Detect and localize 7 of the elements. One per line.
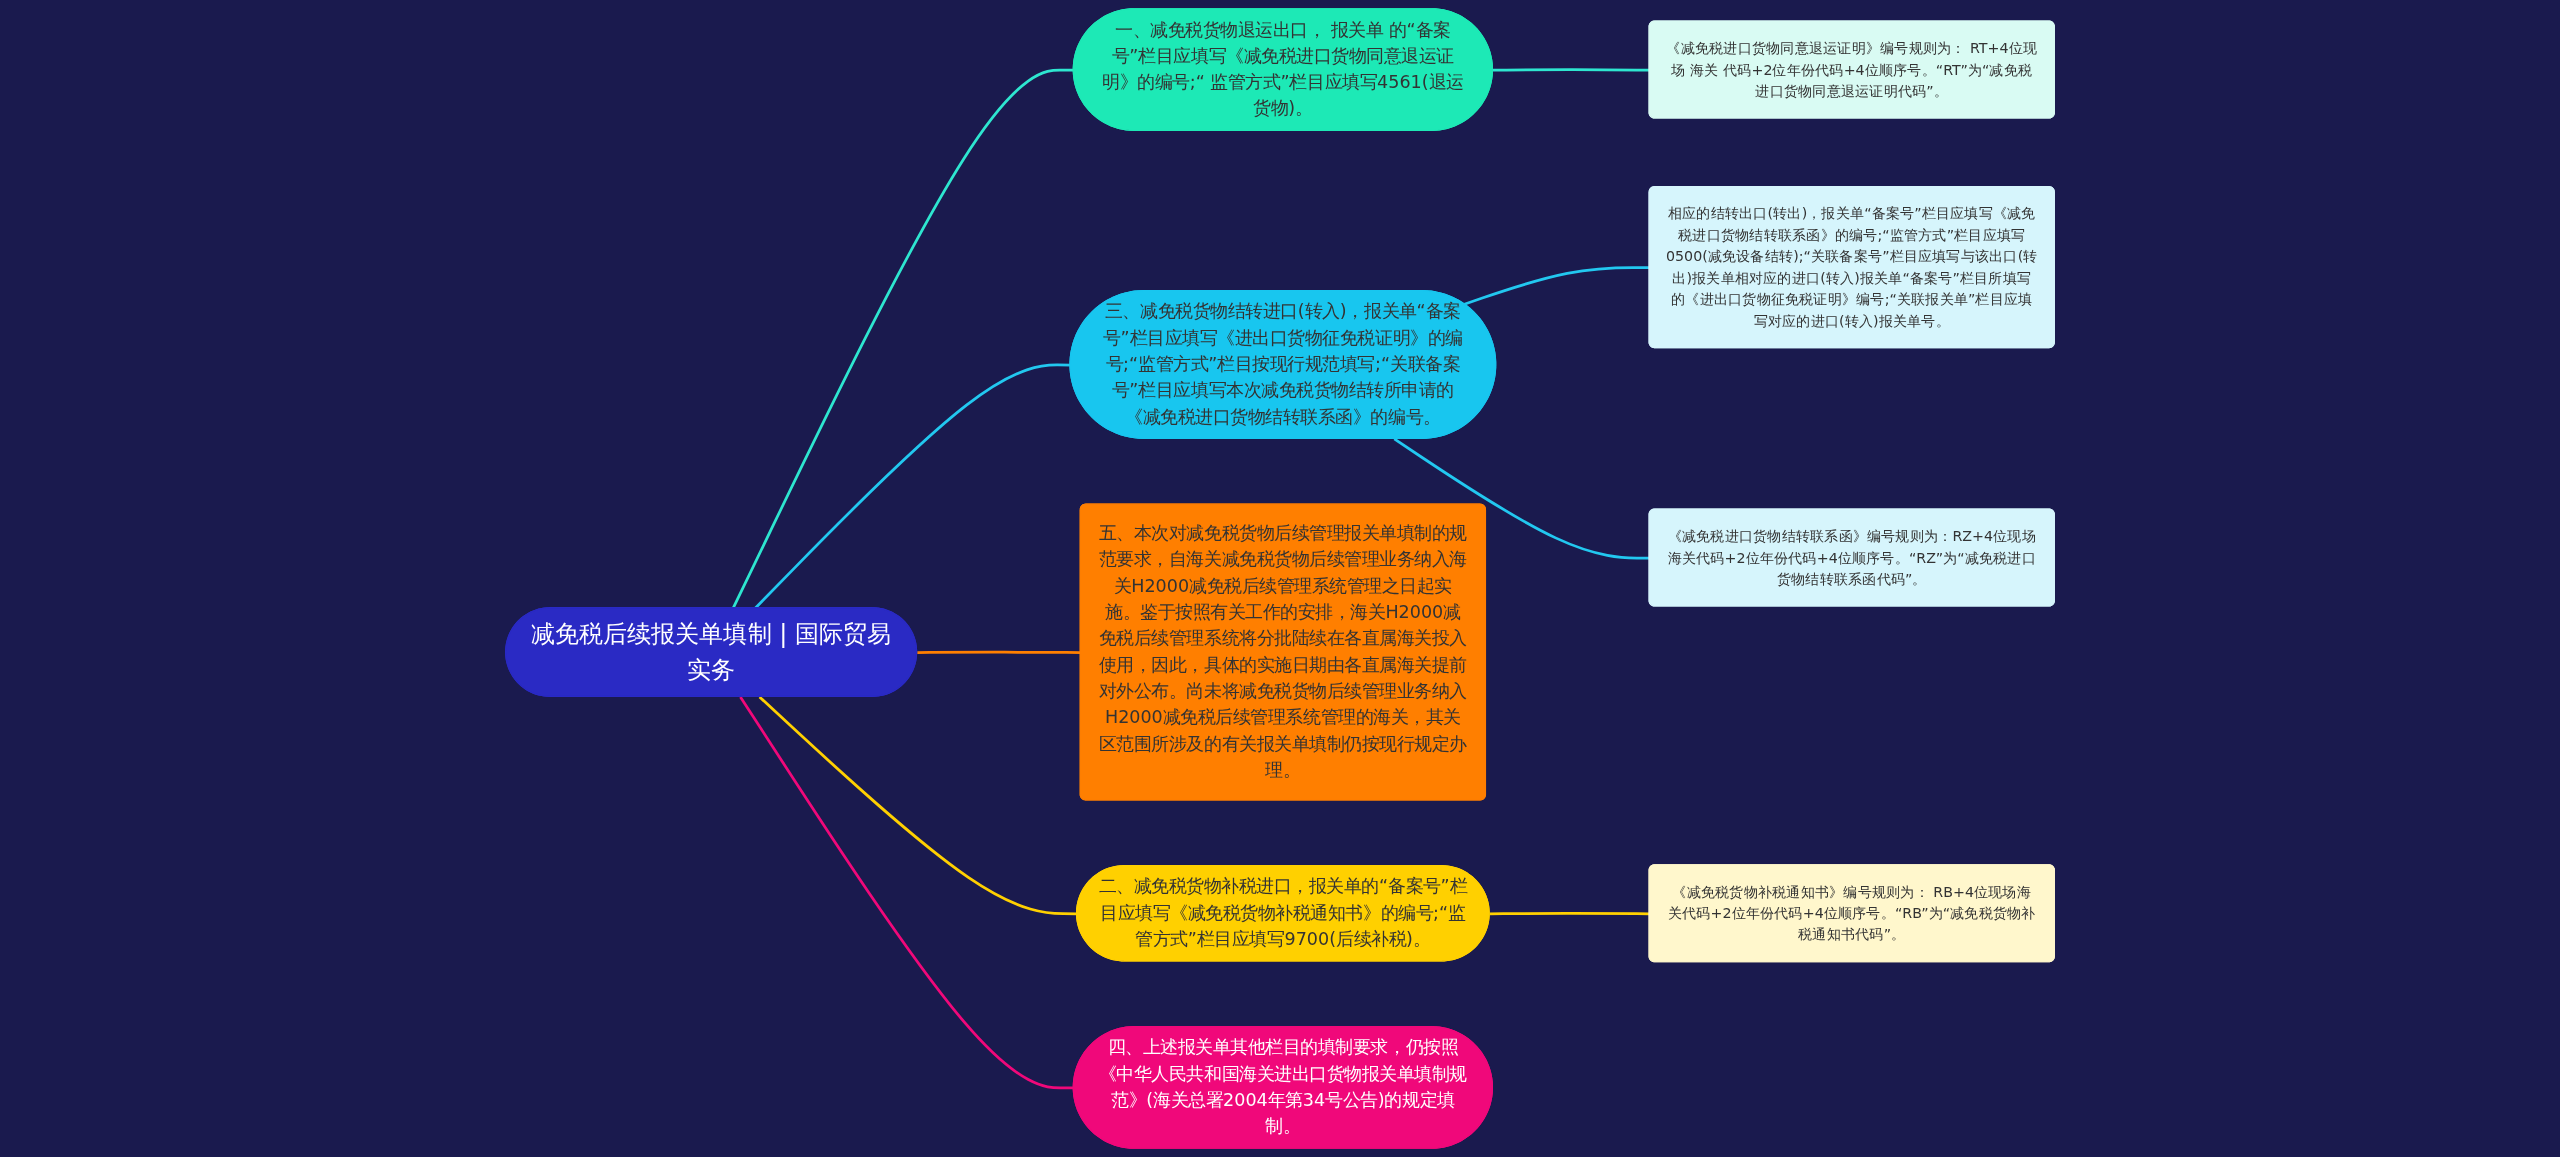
connector <box>739 696 1074 1090</box>
connector <box>1393 437 1650 560</box>
connector <box>731 68 1074 609</box>
connector <box>1493 68 1650 72</box>
connector <box>917 650 1081 654</box>
connector <box>1489 912 1650 916</box>
connector <box>1463 266 1650 306</box>
